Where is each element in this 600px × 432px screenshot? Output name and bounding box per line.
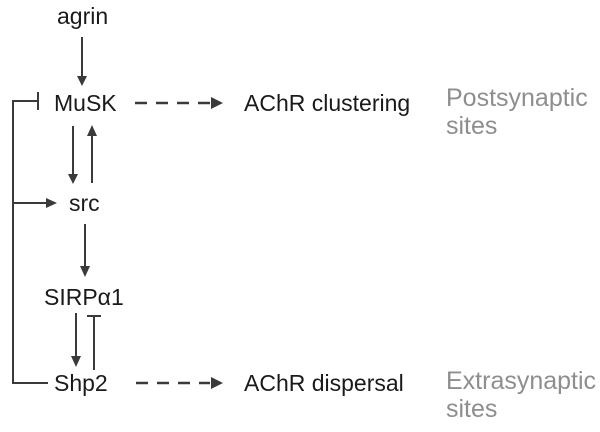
edge-musk-to-achr-clustering-dashed-arrow: [135, 97, 223, 109]
edge-src-to-sirpa1-arrow: [80, 224, 90, 277]
node-achr-dispersal: AChR dispersal: [244, 370, 404, 396]
edge-sirpa1-to-shp2-arrow: [71, 313, 81, 367]
region-label-postsynaptic: Postsynaptic sites: [446, 84, 588, 140]
region-label-postsynaptic-line2: sites: [446, 112, 498, 140]
node-agrin: agrin: [57, 3, 109, 29]
node-musk: MuSK: [54, 90, 117, 116]
region-label-extrasynaptic-line1: Extrasynaptic: [446, 367, 597, 395]
node-src: src: [69, 190, 100, 216]
edge-src-to-musk-arrow: [87, 125, 97, 183]
edge-musk-to-src-arrow: [68, 126, 78, 184]
edge-shp2-feedback-trunk-line: [12, 100, 48, 384]
region-label-extrasynaptic-line2: sites: [446, 395, 498, 423]
edge-agrin-to-musk-arrow: [77, 37, 87, 86]
edge-shp2-to-achr-dispersal-dashed-arrow: [136, 377, 223, 389]
node-shp2: Shp2: [54, 370, 108, 396]
edge-shp2-to-sirpa1-inhibition-tbar: [87, 315, 101, 370]
edge-shp2-to-src-arrow: [13, 198, 57, 208]
node-achr-clustering: AChR clustering: [244, 90, 411, 116]
region-label-postsynaptic-line1: Postsynaptic: [446, 84, 588, 112]
region-label-extrasynaptic: Extrasynaptic sites: [446, 367, 596, 423]
node-sirpa1: SIRPα1: [44, 284, 124, 310]
